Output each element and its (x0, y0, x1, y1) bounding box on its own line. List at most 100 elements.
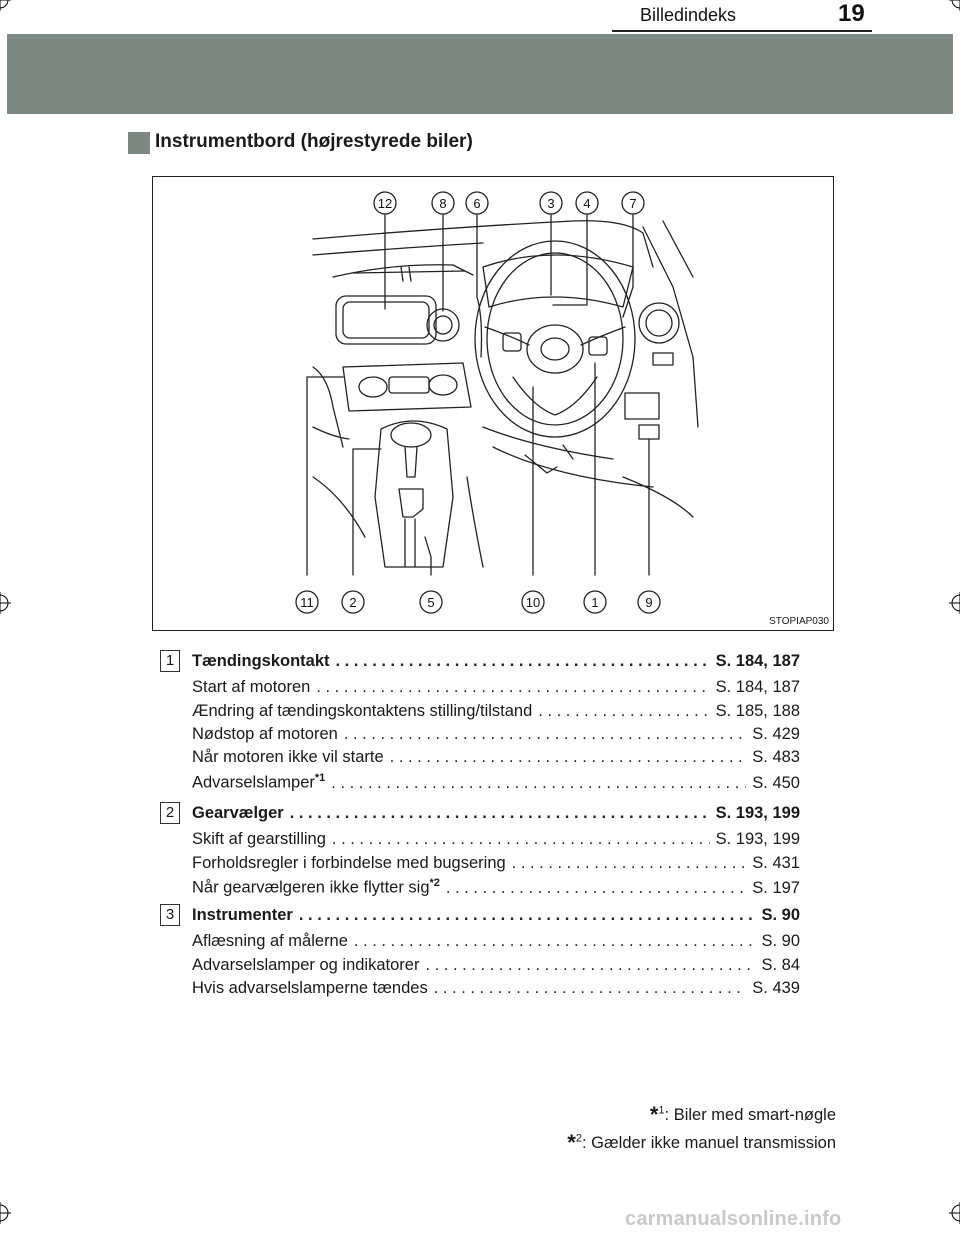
entry-number: 2 (160, 802, 180, 824)
dashboard-figure: 12 8 6 3 4 7 11 2 5 10 1 9 STOPIAP030 (152, 176, 834, 631)
leader-dots (446, 879, 746, 898)
section-label: Billedindeks (640, 5, 737, 25)
footnote-star: * (567, 1130, 576, 1155)
footnote-star: * (649, 1102, 659, 1127)
callout-bottom-2: 2 (349, 595, 356, 610)
footnote-ref: *2 (429, 877, 440, 889)
leader-dots (344, 725, 746, 744)
item-pages: S. 90 (761, 932, 800, 950)
leader-dots (354, 932, 756, 951)
item-pages: S. 184, 187 (715, 678, 800, 696)
item-pages: S. 84 (761, 956, 800, 974)
callout-top-3: 6 (473, 196, 480, 211)
item-label: Nødstop af motoren (192, 725, 338, 743)
item-label: Advarselslamper*1 (192, 772, 325, 793)
entry-title: Tændingskontakt (192, 652, 330, 670)
item-label: Når motoren ikke vil starte (192, 748, 384, 766)
item-pages: S. 193, 199 (715, 830, 800, 848)
header-band (7, 34, 953, 114)
callout-bottom-3: 5 (427, 595, 434, 610)
entry-number: 3 (160, 904, 180, 926)
footnote-number: 1 (658, 1104, 665, 1117)
item-label: Start af motoren (192, 678, 311, 696)
leader-dots (299, 906, 756, 925)
entry-item[interactable]: Hvis advarselslamperne tændes S. 439 (192, 979, 800, 1001)
item-pages: S. 439 (752, 979, 800, 997)
item-label: Skift af gearstilling (192, 830, 326, 848)
crop-mark-bottom-left (0, 1202, 11, 1224)
entry-item[interactable]: Start af motoren S. 184, 187 (192, 678, 800, 700)
callout-bottom-4: 10 (526, 595, 540, 610)
callout-bottom-5: 1 (591, 595, 598, 610)
watermark: carmanualsonline.info (625, 1208, 842, 1230)
entry-item[interactable]: Skift af gearstilling S. 193, 199 (192, 830, 800, 852)
heading-marker (128, 132, 150, 154)
dashboard-illustration: 12 8 6 3 4 7 11 2 5 10 1 9 (295, 191, 699, 614)
entry-1: 1 Tændingskontakt S. 184, 187 Start af m… (160, 650, 800, 800)
page-number: 19 (838, 0, 865, 27)
footnote-text: : Gælder ikke manuel transmission (581, 1134, 836, 1152)
entry-pages: S. 184, 187 (715, 652, 800, 670)
entry-pages: S. 193, 199 (715, 804, 800, 822)
item-label-text: Advarselslamper (192, 773, 315, 792)
item-pages: S. 185, 188 (715, 702, 800, 720)
entry-2: 2 Gearvælger S. 193, 199 Skift af gearst… (160, 802, 800, 902)
figure-code: STOPIAP030 (769, 616, 829, 627)
crop-mark-top-left (0, 0, 11, 11)
entry-item[interactable]: Aflæsning af målerne S. 90 (192, 932, 800, 954)
leader-dots (316, 678, 709, 697)
leader-dots (331, 774, 746, 793)
entry-title-row[interactable]: Instrumenter S. 90 (192, 906, 800, 928)
crop-mark-top-right (949, 0, 960, 11)
leader-dots (512, 854, 747, 873)
item-label: Hvis advarselslamperne tændes (192, 979, 428, 997)
callout-top-1: 12 (378, 196, 392, 211)
leader-dots (434, 979, 747, 998)
callout-top-5: 4 (583, 196, 590, 211)
leader-dots (336, 652, 710, 671)
callouts (295, 191, 661, 614)
item-label: Advarselslamper og indikatorer (192, 956, 420, 974)
callout-bottom-1: 11 (300, 595, 314, 610)
entry-item[interactable]: Nødstop af motoren S. 429 (192, 725, 800, 747)
leader-dots (425, 956, 755, 975)
entry-item[interactable]: Advarselslamper*1 S. 450 (192, 772, 800, 794)
crop-mark-mid-left (0, 592, 11, 614)
item-label: Aflæsning af målerne (192, 932, 348, 950)
leader-dots (290, 804, 710, 823)
entry-title-row[interactable]: Tændingskontakt S. 184, 187 (192, 652, 800, 674)
footnote-number: 2 (575, 1132, 582, 1145)
item-pages: S. 197 (752, 878, 800, 897)
leader-dots (390, 748, 747, 767)
header-tab (612, 0, 872, 32)
callout-top-4: 3 (547, 196, 554, 211)
item-label-text: Når gearvælgeren ikke flytter sig (192, 878, 430, 897)
item-pages: S. 483 (752, 748, 800, 766)
footnote-1: *1: Biler med smart-nøgle (650, 1102, 836, 1128)
callout-top-2: 8 (439, 196, 446, 211)
footnote-ref: *1 (314, 772, 326, 784)
section-heading: Instrumentbord (højrestyrede biler) (155, 131, 473, 152)
leader-dots (538, 702, 709, 721)
entry-number: 1 (160, 650, 180, 672)
leader-dots (332, 830, 710, 849)
item-label: Ændring af tændingskontaktens stilling/t… (192, 702, 533, 720)
item-pages: S. 431 (752, 854, 800, 872)
entry-title: Instrumenter (192, 906, 293, 924)
entry-item[interactable]: Når gearvælgeren ikke flytter sig*2 S. 1… (192, 877, 800, 899)
entry-3: 3 Instrumenter S. 90 Aflæsning af målern… (160, 904, 800, 1004)
entry-item[interactable]: Advarselslamper og indikatorer S. 84 (192, 956, 800, 978)
item-label: Forholdsregler i forbindelse med bugseri… (192, 854, 506, 872)
crop-mark-bottom-right (949, 1202, 960, 1224)
callout-top-6: 7 (629, 196, 636, 211)
item-label: Når gearvælgeren ikke flytter sig*2 (192, 877, 440, 898)
footnote-2: *2: Gælder ikke manuel transmission (567, 1130, 836, 1156)
entry-item[interactable]: Forholdsregler i forbindelse med bugseri… (192, 854, 800, 876)
entry-title-row[interactable]: Gearvælger S. 193, 199 (192, 804, 800, 826)
entry-title: Gearvælger (192, 804, 284, 822)
footnote-text: : Biler med smart-nøgle (664, 1106, 836, 1124)
entry-item[interactable]: Når motoren ikke vil starte S. 483 (192, 748, 800, 770)
crop-mark-mid-right (949, 592, 960, 614)
entry-item[interactable]: Ændring af tændingskontaktens stilling/t… (192, 702, 800, 724)
item-pages: S. 450 (752, 773, 800, 792)
